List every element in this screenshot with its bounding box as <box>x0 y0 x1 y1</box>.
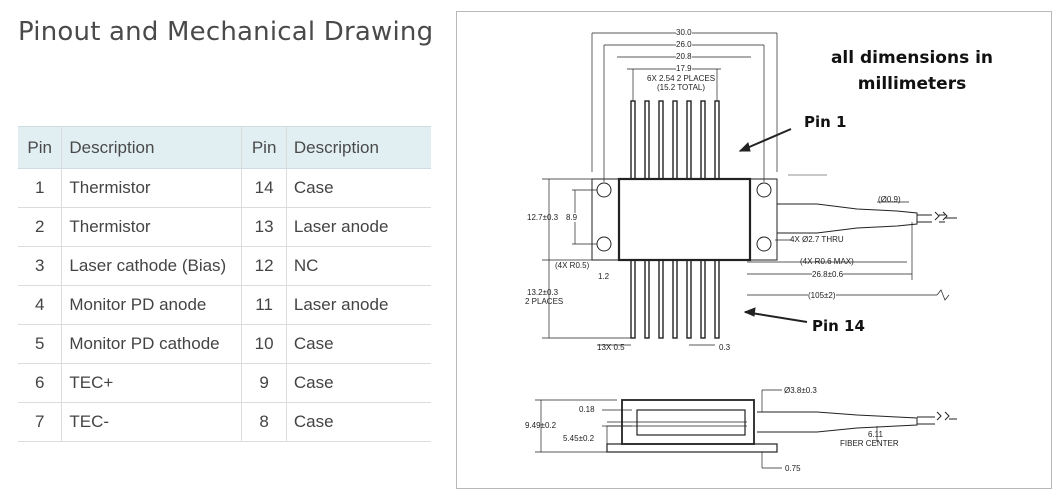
dim-13-2: 13.2±0.3 <box>527 288 559 297</box>
pin-description-cell: Case <box>285 324 431 364</box>
dim-5-45: 5.45±0.2 <box>563 434 595 443</box>
pin-description-cell: Case <box>285 363 431 403</box>
pin-description-cell: Case <box>285 168 431 208</box>
dim-20-8: 20.8 <box>676 52 692 61</box>
dim-0-18: 0.18 <box>579 405 595 414</box>
pin-description-cell: NC <box>285 246 431 286</box>
dim-r0-6: (4X R0.6 MAX) <box>800 257 854 266</box>
dim-105: (105±2) <box>808 291 836 300</box>
pin-number-cell: 3 <box>18 246 62 286</box>
flange-right <box>749 178 778 261</box>
mount-hole <box>596 182 612 198</box>
dim-pitch: 6X 2.54 2 PLACES <box>647 74 716 83</box>
pin-number-cell: 5 <box>18 324 62 364</box>
header-description: Description <box>61 126 242 169</box>
pin-description-cell: Laser anode <box>285 207 431 247</box>
header-pin: Pin <box>241 126 287 169</box>
header-description: Description <box>285 126 431 169</box>
pin-description-cell: TEC+ <box>61 363 242 403</box>
pin-number-cell: 9 <box>241 363 287 403</box>
header-pin: Pin <box>18 126 62 169</box>
pin-number-cell: 13 <box>241 207 287 247</box>
pin-number-cell: 11 <box>241 285 287 325</box>
package-body <box>617 177 752 262</box>
pin-number-cell: 12 <box>241 246 287 286</box>
side-view <box>606 399 957 453</box>
dim-8-9: 8.9 <box>566 213 578 222</box>
dim-12-7: 12.7±0.3 <box>527 213 559 222</box>
dim-13x-0-5: 13X 0.5 <box>597 343 625 352</box>
pin14-label: Pin 14 <box>812 317 865 335</box>
dim-17-9: 17.9 <box>676 64 692 73</box>
top-pins <box>630 100 720 180</box>
dim-1-2: 1.2 <box>598 272 610 281</box>
pin1-label: Pin 1 <box>804 113 847 131</box>
pin-description-cell: Laser anode <box>285 285 431 325</box>
pin-description-cell: Monitor PD cathode <box>61 324 242 364</box>
page-title: Pinout and Mechanical Drawing <box>18 17 434 47</box>
dim-fiber-center: FIBER CENTER <box>840 439 899 448</box>
flange-left <box>591 178 620 261</box>
dim-2-places: 2 PLACES <box>525 297 564 306</box>
dim-thru: 4X Ø2.7 THRU <box>790 235 844 244</box>
fiber-boot <box>777 203 918 234</box>
pin-description-cell: Laser cathode (Bias) <box>61 246 242 286</box>
table-header-row: Pin Description Pin Description <box>18 126 431 169</box>
dim-0-75: 0.75 <box>785 464 801 473</box>
dim-6-11: 6.11 <box>868 430 883 439</box>
dim-0-3: 0.3 <box>719 343 731 352</box>
drawing-svg <box>535 32 957 469</box>
pin-number-cell: 7 <box>18 402 62 442</box>
pin-number-cell: 2 <box>18 207 62 247</box>
pin-number-cell: 1 <box>18 168 62 208</box>
mount-hole <box>756 236 772 252</box>
pin-number-cell: 10 <box>241 324 287 364</box>
units-note: all dimensions in millimeters <box>830 48 994 94</box>
top-dimension-lines <box>591 32 778 182</box>
bottom-pins <box>630 259 720 339</box>
pin-description-cell: TEC- <box>61 402 242 442</box>
pin-description-cell: Monitor PD anode <box>61 285 242 325</box>
pin-description-cell: Thermistor <box>61 168 242 208</box>
mechanical-drawing: all dimensions in millimeters Pin 1 Pin … <box>456 11 1052 489</box>
dim-26-8: 26.8±0.6 <box>812 270 844 279</box>
mount-hole <box>596 236 612 252</box>
pin-description-cell: Case <box>285 402 431 442</box>
pin-number-cell: 14 <box>241 168 287 208</box>
dim-26: 26.0 <box>676 40 692 49</box>
dim-0-9: (Ø0.9) <box>878 195 901 204</box>
mount-hole <box>756 182 772 198</box>
pin-number-cell: 8 <box>241 402 287 442</box>
dim-pitch-total: (15.2 TOTAL) <box>657 83 706 92</box>
pin-number-cell: 4 <box>18 285 62 325</box>
pin-description-cell: Thermistor <box>61 207 242 247</box>
dim-9-49: 9.49±0.2 <box>525 421 557 430</box>
pin-number-cell: 6 <box>18 363 62 403</box>
dim-r0-5: (4X R0.5) <box>555 261 590 270</box>
dim-30: 30.0 <box>676 28 692 37</box>
dim-3-8: Ø3.8±0.3 <box>784 386 817 395</box>
